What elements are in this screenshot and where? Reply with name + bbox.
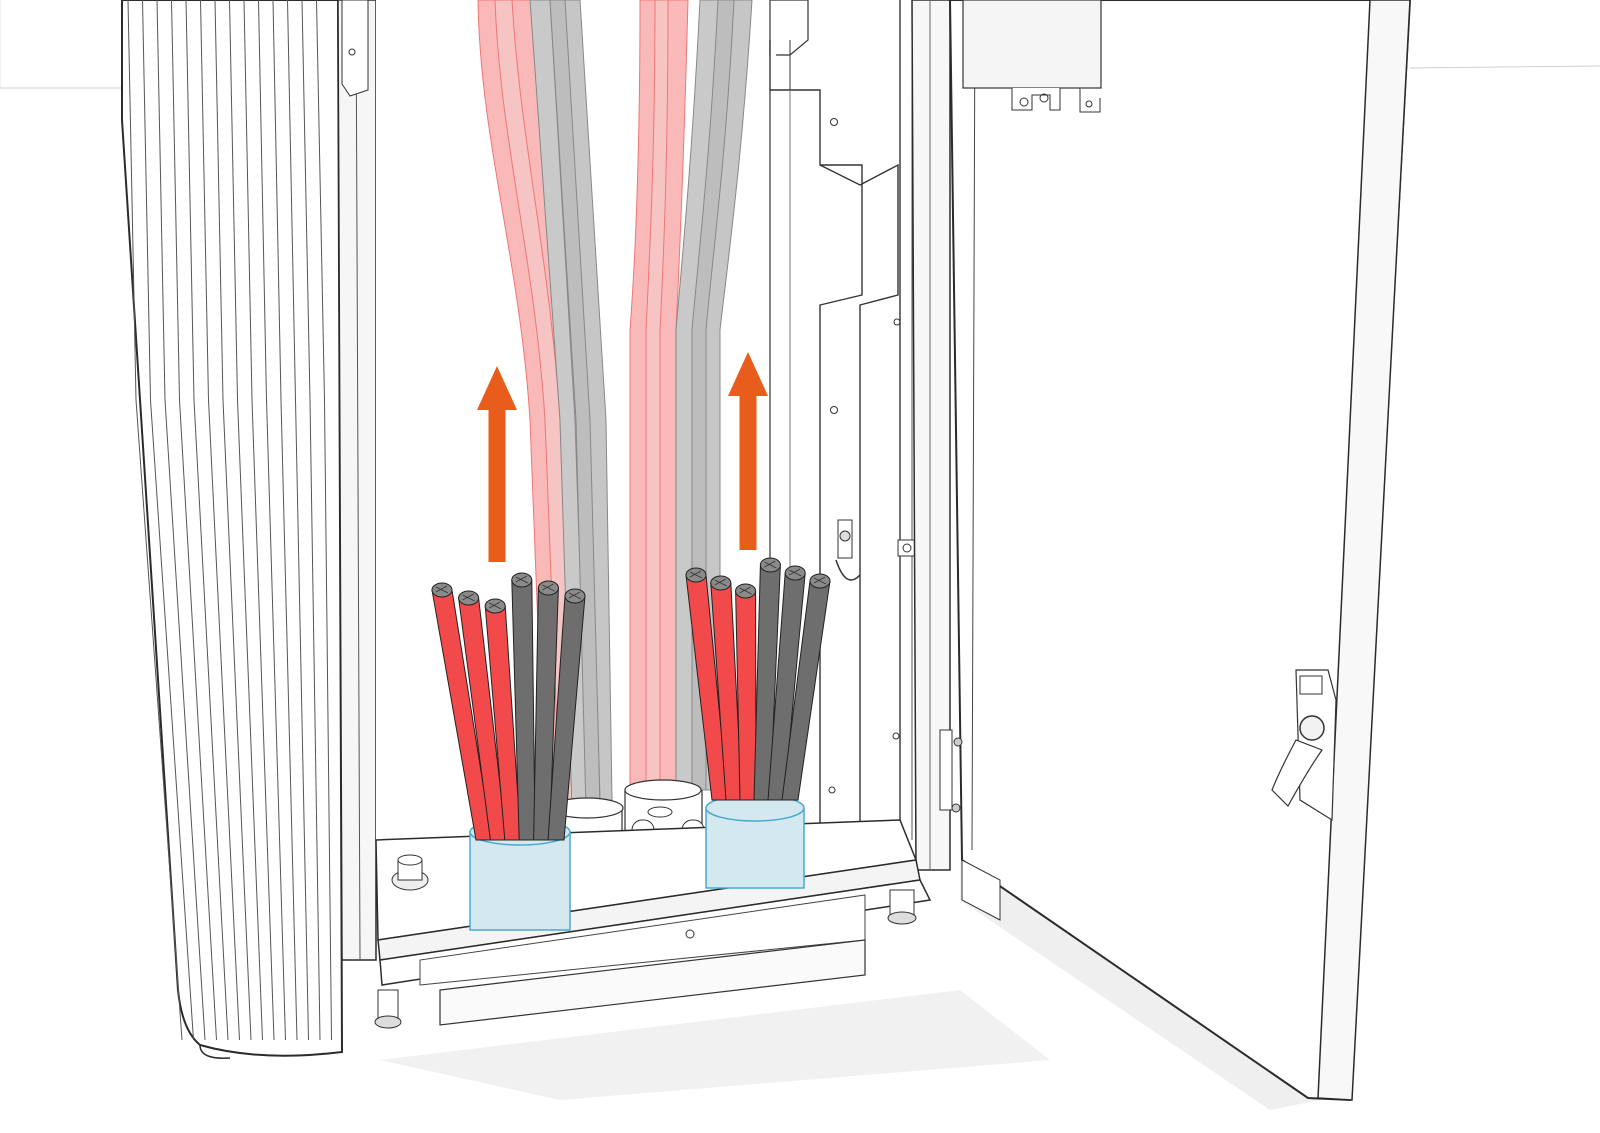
panel-rib bbox=[156, 0, 206, 1041]
panel-rib bbox=[243, 0, 275, 1041]
strand-detail bbox=[789, 568, 802, 577]
nut-left bbox=[391, 854, 429, 891]
left-side-panel bbox=[121, 0, 344, 1059]
panel-rib bbox=[185, 0, 229, 1041]
panel-rib bbox=[258, 0, 286, 1041]
strand-detail bbox=[689, 570, 703, 579]
panel-rib bbox=[214, 0, 252, 1041]
ground-shadow bbox=[380, 860, 1320, 1110]
panel-ribs bbox=[127, 0, 332, 1041]
strand-detail bbox=[739, 586, 752, 595]
floor-line bbox=[0, 0, 1600, 89]
bundle-left bbox=[431, 572, 586, 841]
panel-rib bbox=[142, 0, 194, 1041]
panel-rib bbox=[200, 0, 240, 1041]
arrow-left bbox=[477, 366, 517, 562]
foot-left bbox=[374, 989, 402, 1029]
ground-terminal bbox=[835, 519, 917, 581]
panel-rib bbox=[316, 0, 332, 1041]
direction-arrows bbox=[477, 352, 768, 562]
foot-right bbox=[887, 889, 917, 925]
open-door bbox=[948, 0, 1412, 1102]
panel-rib bbox=[272, 0, 298, 1041]
cabinet-base bbox=[374, 819, 932, 1029]
strand-detail bbox=[515, 575, 528, 584]
strand-detail bbox=[542, 583, 555, 592]
door-latch[interactable] bbox=[1271, 669, 1337, 822]
strand-detail bbox=[813, 576, 827, 585]
panel-rib bbox=[301, 0, 321, 1041]
internal-bracket-rail bbox=[769, 0, 917, 851]
strand-detail bbox=[435, 585, 449, 594]
cable-gland-right bbox=[705, 794, 805, 889]
cabinet-left-frame bbox=[337, 0, 377, 961]
arrow-right bbox=[728, 352, 768, 550]
strand-detail bbox=[489, 601, 502, 610]
strand-detail bbox=[764, 560, 777, 569]
bundle-right bbox=[685, 557, 831, 801]
panel-rib bbox=[287, 0, 309, 1041]
door-bracket-top bbox=[962, 0, 1102, 113]
panel-rib bbox=[127, 0, 183, 1041]
strand-detail bbox=[568, 591, 582, 600]
strand-detail bbox=[462, 593, 475, 602]
strand-detail bbox=[714, 578, 727, 587]
panel-rib bbox=[171, 0, 217, 1041]
panel-rib bbox=[229, 0, 263, 1041]
cabinet-right-frame bbox=[911, 0, 953, 871]
